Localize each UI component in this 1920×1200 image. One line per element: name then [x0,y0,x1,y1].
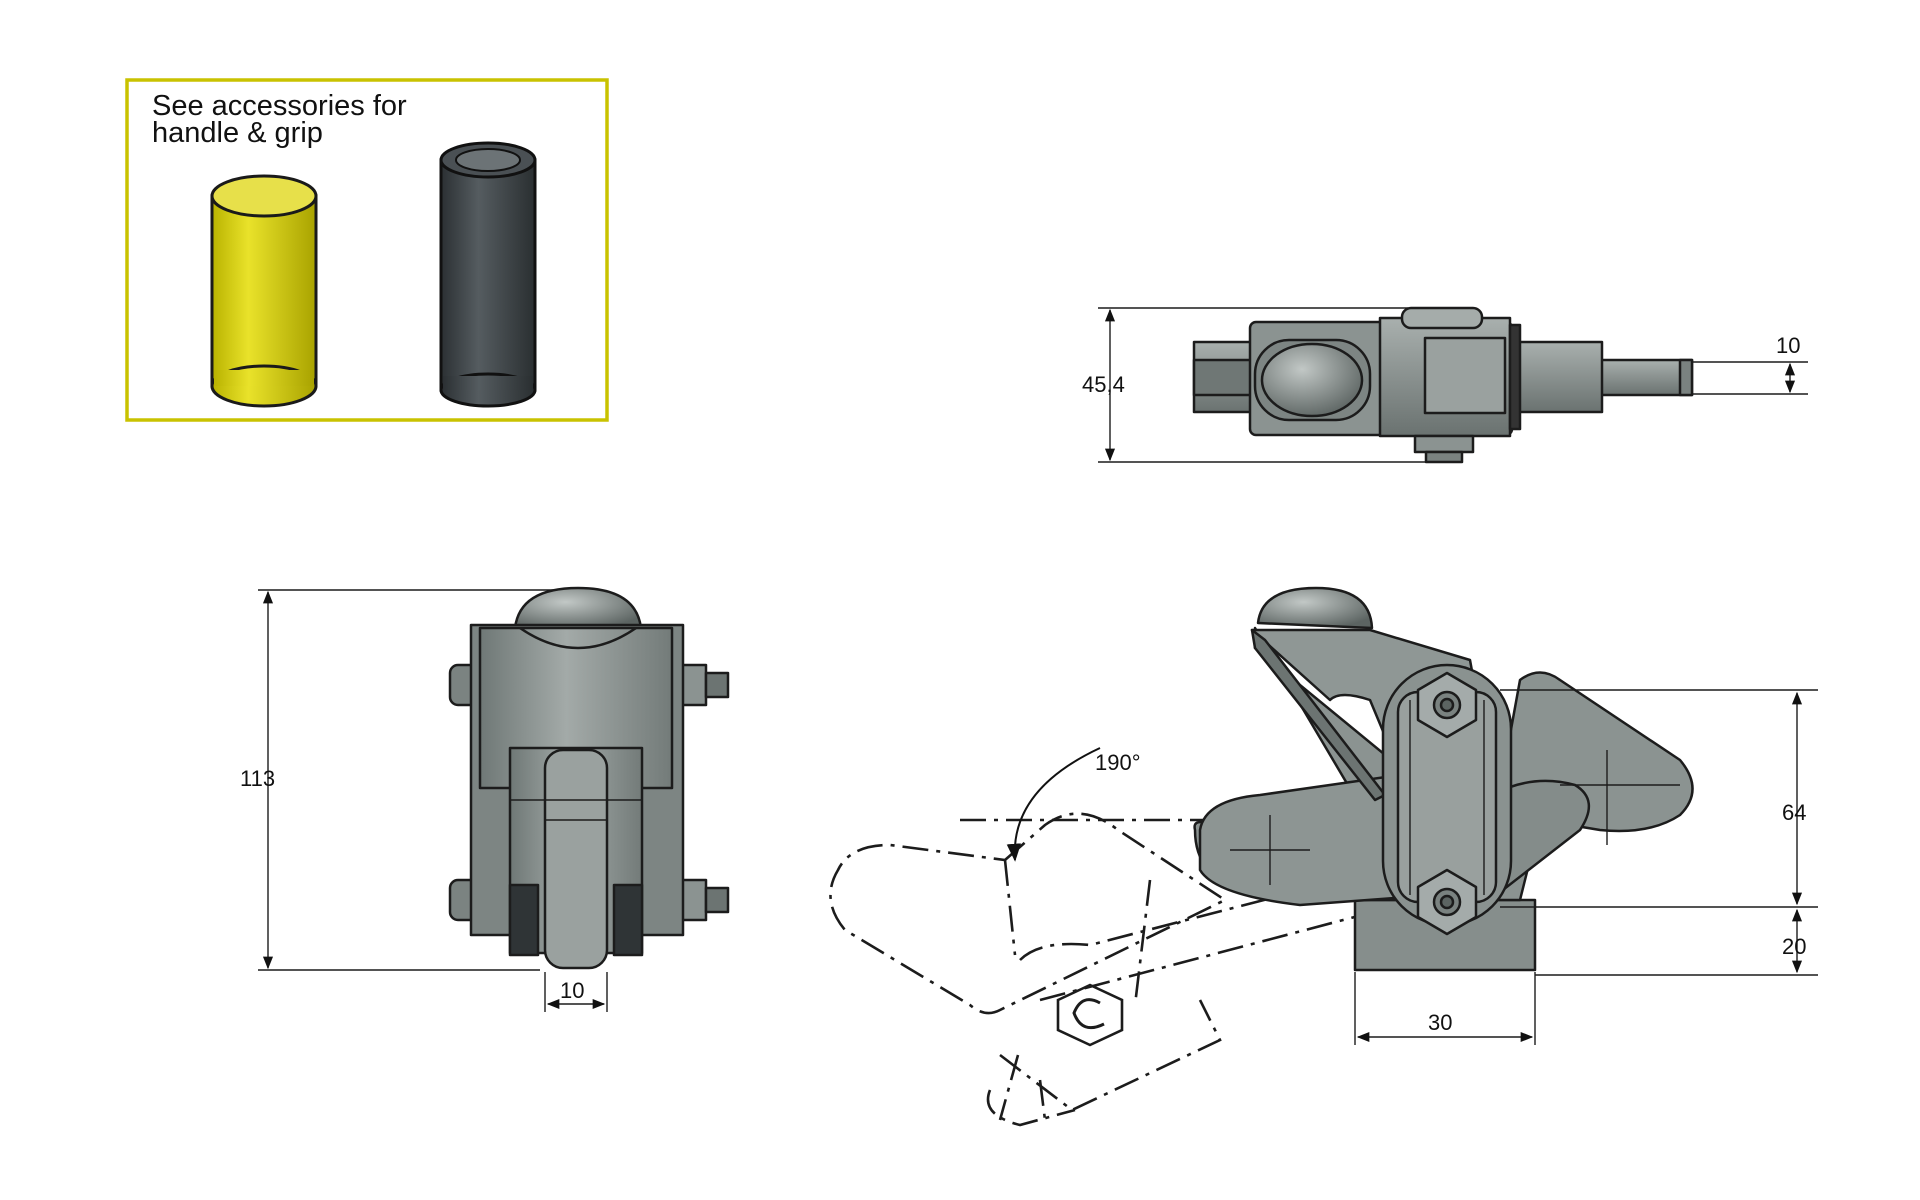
dim-pivot-distance: 64 [1782,800,1806,825]
front-view: 113 10 [240,586,730,1012]
side-view-lower-nut [1416,868,1478,936]
accessories-panel: See accessories for handle & grip [125,78,609,422]
side-view-upper-nut [1416,671,1478,739]
dim-swing-angle: 190° [1095,750,1141,775]
dim-front-height: 113 [240,766,275,791]
accessories-note-line2: handle & grip [152,117,323,149]
top-view: 45,4 10 [1082,306,1808,464]
dim-base-width: 30 [1428,1010,1452,1035]
dim-front-width: 10 [560,978,584,1003]
dark-handle-tube-image [439,141,537,408]
dim-top-view-pin: 10 [1776,333,1800,358]
accessories-note-line1: See accessories for [152,90,407,122]
yellow-grip-image [210,174,318,408]
dim-top-view-height: 45,4 [1082,372,1125,397]
side-view: 190° 64 20 30 [829,586,1818,1127]
dim-base-offset: 20 [1782,934,1806,959]
